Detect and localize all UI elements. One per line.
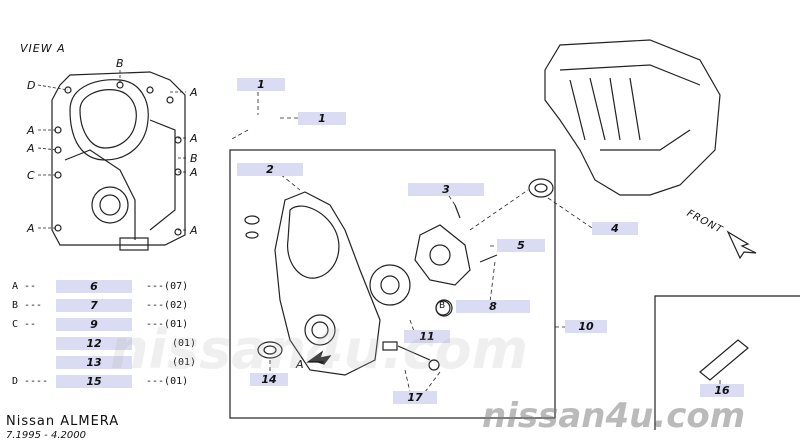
- callout-5[interactable]: 5: [497, 239, 545, 252]
- legend-row: A -- 6 ---(07): [12, 280, 222, 294]
- legend-qty: ---(02): [146, 300, 189, 311]
- legend-row: 13 (01): [12, 356, 222, 370]
- model-name: Nissan ALMERA: [6, 414, 120, 429]
- circle-b-icon: [435, 300, 451, 316]
- legend-key: C: [12, 319, 19, 330]
- legend-lead: ---: [24, 300, 43, 311]
- legend-key: D: [12, 376, 19, 387]
- legend-key: B: [12, 300, 19, 311]
- callout-3[interactable]: 3: [408, 183, 484, 196]
- view-a-arrow-icon: [306, 350, 332, 365]
- legend-part-9[interactable]: 9: [56, 318, 132, 331]
- oil-pump-drawing: [369, 204, 498, 317]
- legend-lead: --: [24, 281, 37, 292]
- legend-part-12[interactable]: 12: [56, 337, 132, 350]
- legend-qty: (01): [172, 357, 197, 368]
- view-letter-left-a2: A: [27, 142, 35, 155]
- view-letter-right-a1: A: [190, 86, 198, 99]
- assembly-frame: [229, 149, 556, 419]
- legend-qty: ---(01): [146, 376, 189, 387]
- legend-qty: ---(01): [146, 319, 189, 330]
- view-a-cover-drawing: [51, 71, 186, 251]
- legend-part-7[interactable]: 7: [56, 299, 132, 312]
- view-letter-right-a2: A: [190, 132, 198, 145]
- view-letter-top-b: B: [116, 57, 124, 70]
- view-letter-left-a3: A: [27, 222, 35, 235]
- front-cover-drawing: [244, 191, 381, 376]
- callout-11[interactable]: 11: [404, 330, 450, 343]
- callout-2[interactable]: 2: [237, 163, 303, 176]
- view-letter-circle-b: B: [439, 301, 446, 311]
- legend-lead: --: [24, 319, 37, 330]
- view-letter-left-c: C: [27, 169, 35, 182]
- legend-key: A: [12, 281, 19, 292]
- view-a-title: VIEW A: [20, 42, 66, 55]
- callout-1a[interactable]: 1: [237, 78, 285, 91]
- watermark: nissan4u.com: [482, 396, 746, 436]
- legend-row: 12 (01): [12, 337, 222, 351]
- legend-row: D ---- 15 ---(01): [12, 375, 222, 389]
- view-letter-left-d: D: [27, 79, 36, 92]
- legend-qty: (01): [172, 338, 197, 349]
- engine-block-drawing: [528, 39, 721, 198]
- callout-16[interactable]: 16: [700, 384, 744, 397]
- legend-qty: ---(07): [146, 281, 189, 292]
- view-a-leaders: [37, 70, 186, 231]
- legend-lead: ----: [24, 376, 49, 387]
- callout-14[interactable]: 14: [250, 373, 288, 386]
- sealant-frame: [654, 295, 800, 430]
- callout-17[interactable]: 17: [393, 391, 437, 404]
- relief-valve-drawing: [382, 341, 440, 371]
- callout-leaders: [229, 92, 721, 393]
- legend-row: B --- 7 ---(02): [12, 299, 222, 313]
- legend-row: C -- 9 ---(01): [12, 318, 222, 332]
- model-years: 7.1995 - 4.2000: [6, 430, 86, 441]
- callout-8[interactable]: 8: [456, 300, 530, 313]
- sealant-tube-drawing: [699, 339, 749, 381]
- view-letter-right-a4: A: [190, 224, 198, 237]
- view-letter-right-b: B: [190, 152, 198, 165]
- view-letter-arrow-a: A: [296, 358, 304, 371]
- legend-part-6[interactable]: 6: [56, 280, 132, 293]
- callout-1b[interactable]: 1: [298, 112, 346, 125]
- view-letter-right-a3: A: [190, 166, 198, 179]
- view-letter-left-a1: A: [27, 124, 35, 137]
- callout-10[interactable]: 10: [565, 320, 607, 333]
- legend-part-15[interactable]: 15: [56, 375, 132, 388]
- front-arrow-icon: [726, 230, 757, 260]
- callout-4[interactable]: 4: [592, 222, 638, 235]
- watermark-mid: nissan4u.com: [110, 318, 529, 381]
- legend-part-13[interactable]: 13: [56, 356, 132, 369]
